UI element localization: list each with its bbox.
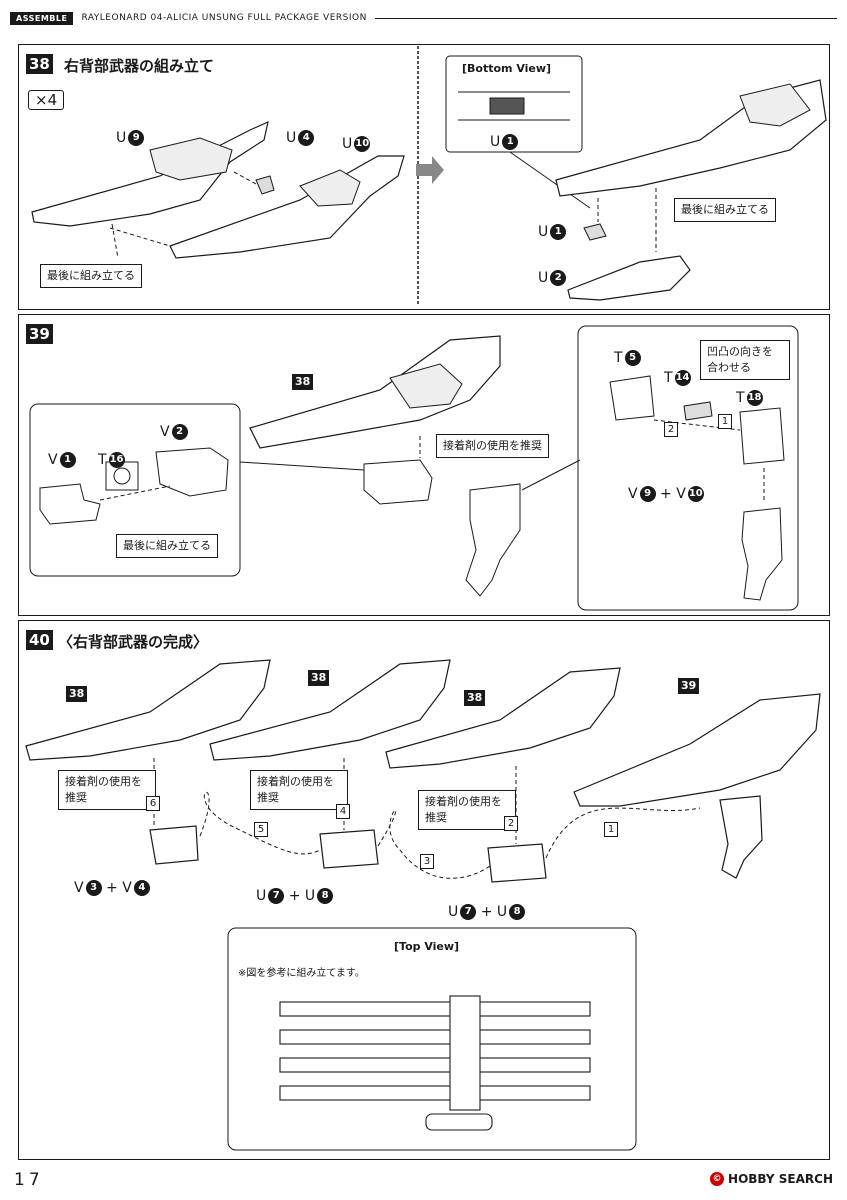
logo-mark-icon: ©: [710, 1172, 725, 1186]
step-38-panel: [18, 44, 830, 310]
step-38-number: 38: [26, 54, 53, 74]
ref-38-c: 38: [464, 690, 486, 706]
note-glue-39: 接着剤の使用を推奨: [436, 434, 549, 458]
sub-step-2b: 2: [504, 816, 518, 831]
step-40-panel: [18, 620, 830, 1160]
note-glue-40-a: 接着剤の使用を推奨: [58, 770, 156, 810]
sub-step-4: 4: [336, 804, 350, 819]
note-glue-40-b: 接着剤の使用を推奨: [250, 770, 348, 810]
sub-step-6: 6: [146, 796, 160, 811]
ref-38-b: 38: [308, 670, 330, 686]
step-38-title: 右背部武器の組み立て: [64, 57, 215, 75]
sub-step-2: 2: [664, 422, 678, 437]
kit-title: RAYLEONARD 04-ALICIA UNSUNG FULL PACKAGE…: [81, 13, 367, 23]
step-40-number: 40: [26, 630, 53, 650]
ref-38: 38: [292, 374, 314, 390]
ref-38-a: 38: [66, 686, 88, 702]
multiplier-badge: ×4: [28, 90, 65, 110]
step-39-panel: [18, 314, 830, 616]
header-rule: [374, 17, 837, 19]
page-number: 17: [14, 1170, 44, 1190]
top-view-note: ※図を参考に組み立てます。: [238, 968, 365, 979]
sub-step-3: 3: [420, 854, 434, 869]
note-glue-40-c: 接着剤の使用を推奨: [418, 790, 516, 830]
ref-39: 39: [678, 678, 700, 694]
sub-step-5: 5: [254, 822, 268, 837]
sub-step-1b: 1: [604, 822, 618, 837]
bottom-view-title: [Bottom View]: [462, 62, 552, 75]
note-assemble-last-39: 最後に組み立てる: [116, 534, 218, 558]
top-view-title: [Top View]: [394, 940, 460, 953]
page-header: ASSEMBLE RAYLEONARD 04-ALICIA UNSUNG FUL…: [10, 10, 837, 26]
hobby-search-logo: © HOBBY SEARCH: [710, 1172, 833, 1186]
sub-step-1: 1: [718, 414, 732, 429]
note-align: 凹凸の向きを合わせる: [700, 340, 790, 380]
step-39-number: 39: [26, 324, 53, 344]
note-assemble-last-left: 最後に組み立てる: [40, 264, 142, 288]
step-40-title: 〈右背部武器の完成〉: [58, 633, 209, 651]
assemble-tag: ASSEMBLE: [10, 11, 74, 25]
note-assemble-last-right: 最後に組み立てる: [674, 198, 776, 222]
logo-text: HOBBY SEARCH: [728, 1172, 833, 1186]
